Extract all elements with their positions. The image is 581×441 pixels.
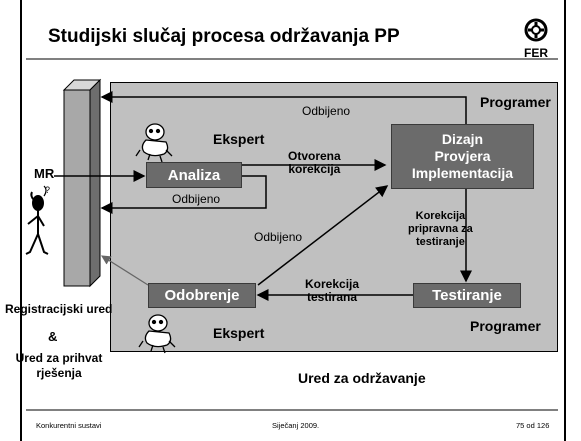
expert-bottom-label: Ekspert — [213, 325, 265, 341]
ready-for-testing-label: Korekcija pripravna za testiranje — [408, 210, 473, 248]
testing-box: Testiranje — [413, 283, 521, 308]
logo-text: FER — [524, 46, 548, 60]
maintenance-office-label: Ured za održavanje — [298, 370, 426, 386]
approval-box: Odobrenje — [148, 283, 256, 308]
rejected-diag-label: Odbijeno — [254, 230, 303, 244]
mr-label: MR — [34, 166, 55, 181]
tested-correction-label: Korekcija testirana — [305, 277, 360, 304]
footer-date: Siječanj 2009. — [272, 421, 320, 430]
analysis-box: Analiza — [146, 162, 242, 188]
rejected-mid-label: Odbijeno — [172, 192, 221, 206]
title-divider — [26, 58, 558, 60]
open-correction-label: Otvorena korekcija — [288, 149, 341, 176]
acceptance-office-label: Ured za prihvat rješenja — [15, 351, 103, 380]
fer-logo-icon: FER — [524, 18, 548, 60]
design-box-label: Dizajn Provjera Implementacija — [411, 131, 514, 181]
slide-frame — [20, 0, 566, 441]
footer-divider — [26, 409, 558, 411]
ampersand-label: & — [48, 329, 58, 344]
svg-text:?: ? — [45, 185, 50, 195]
programer-top-label: Programer — [480, 94, 551, 110]
design-box: Dizajn Provjera Implementacija — [391, 124, 534, 189]
slide-title: Studijski slučaj procesa održavanja PP — [48, 26, 400, 47]
rejected-top-label: Odbijeno — [302, 104, 351, 118]
footer-course: Konkurentni sustavi — [36, 421, 102, 430]
expert-top-label: Ekspert — [213, 131, 265, 147]
programer-bottom-label: Programer — [470, 318, 541, 334]
registry-office-label: Registracijski ured — [5, 302, 113, 316]
footer-page-number: 75 od 126 — [516, 421, 550, 430]
